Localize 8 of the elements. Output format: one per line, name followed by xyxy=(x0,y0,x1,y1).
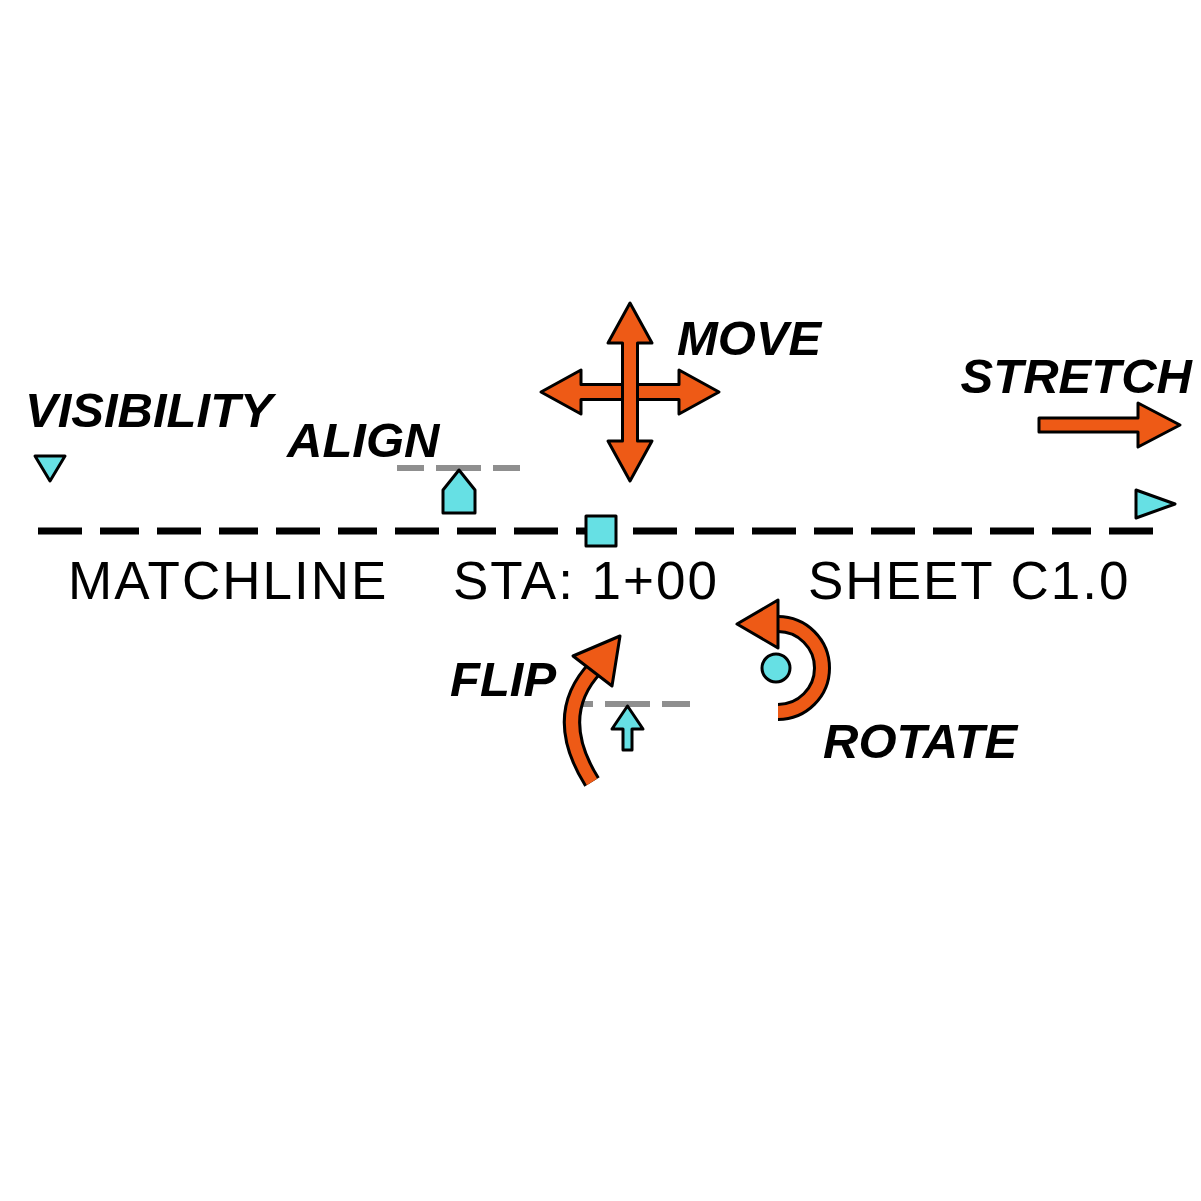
action-label: FLIP xyxy=(450,654,557,704)
matchline-annotation: STA: 1+00 xyxy=(453,554,719,608)
action-label: ALIGN xyxy=(287,415,440,465)
action-label: MOVE xyxy=(677,313,822,363)
matchline-annotation: MATCHLINE xyxy=(68,554,389,608)
matchline-annotation: SHEET C1.0 xyxy=(808,554,1131,608)
action-label: ROTATE xyxy=(823,716,1018,766)
action-label: STRETCH xyxy=(960,351,1192,401)
